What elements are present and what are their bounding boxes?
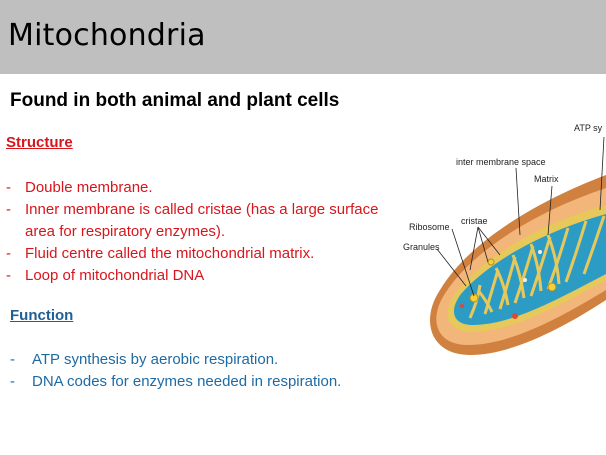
function-heading: Function	[10, 307, 74, 324]
list-item: Loop of mitochondrial DNA	[6, 265, 391, 287]
list-item: Fluid centre called the mitochondrial ma…	[6, 243, 391, 265]
label-granules: Granules	[403, 242, 440, 252]
label-cristae: cristae	[461, 216, 488, 226]
label-matrix: Matrix	[534, 174, 559, 184]
structure-list: Double membrane. Inner membrane is calle…	[6, 177, 391, 287]
label-atp: ATP sy	[574, 123, 603, 133]
list-item: ATP synthesis by aerobic respiration.	[10, 349, 410, 371]
structure-heading: Structure	[6, 134, 73, 151]
page-title: Mitochondria	[8, 18, 206, 53]
list-item: Double membrane.	[6, 177, 391, 199]
leader-lines	[436, 136, 605, 297]
subtitle: Found in both animal and plant cells	[10, 90, 340, 111]
list-item: Inner membrane is called cristae (has a …	[6, 199, 391, 243]
list-item: DNA codes for enzymes needed in respirat…	[10, 371, 410, 393]
function-list: ATP synthesis by aerobic respiration. DN…	[10, 349, 410, 393]
label-ribosome: Ribosome	[409, 222, 450, 232]
label-inter-membrane-space: inter membrane space	[456, 157, 546, 167]
title-bar: Mitochondria	[0, 0, 606, 74]
mitochondrion-diagram: ATP sy inter membrane space Matrix crist…	[403, 123, 606, 355]
